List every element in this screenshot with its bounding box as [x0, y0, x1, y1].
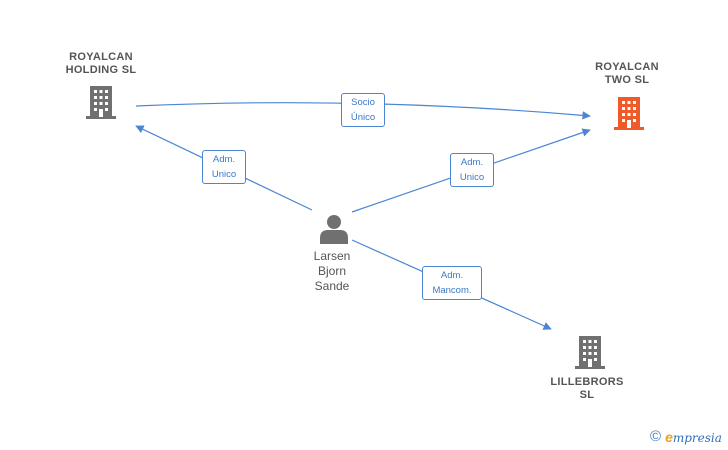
edge-label-socio-unico: Socio Único: [341, 93, 385, 127]
copyright-icon: ©: [650, 428, 662, 445]
building-icon[interactable]: [575, 336, 605, 369]
building-icon[interactable]: [614, 97, 644, 130]
edge-label-adm-unico-holding: Adm. Unico: [202, 150, 246, 184]
company-label-lillebrors[interactable]: LILLEBRORS SL: [550, 376, 624, 401]
edge-label-adm-unico-two: Adm. Unico: [450, 153, 494, 187]
brand-footer[interactable]: © empresia: [650, 428, 722, 445]
edge-label-adm-mancom: Adm. Mancom.: [422, 266, 482, 300]
brand-logo[interactable]: empresia: [665, 428, 722, 445]
company-label-royalcan-two[interactable]: ROYALCAN TWO SL: [595, 61, 659, 86]
building-icon[interactable]: [86, 86, 116, 119]
person-icon[interactable]: [320, 215, 348, 244]
company-label-royalcan-holding[interactable]: ROYALCAN HOLDING SL: [65, 51, 137, 76]
person-label-larsen-bjorn-sande[interactable]: Larsen Bjorn Sande: [313, 249, 351, 293]
